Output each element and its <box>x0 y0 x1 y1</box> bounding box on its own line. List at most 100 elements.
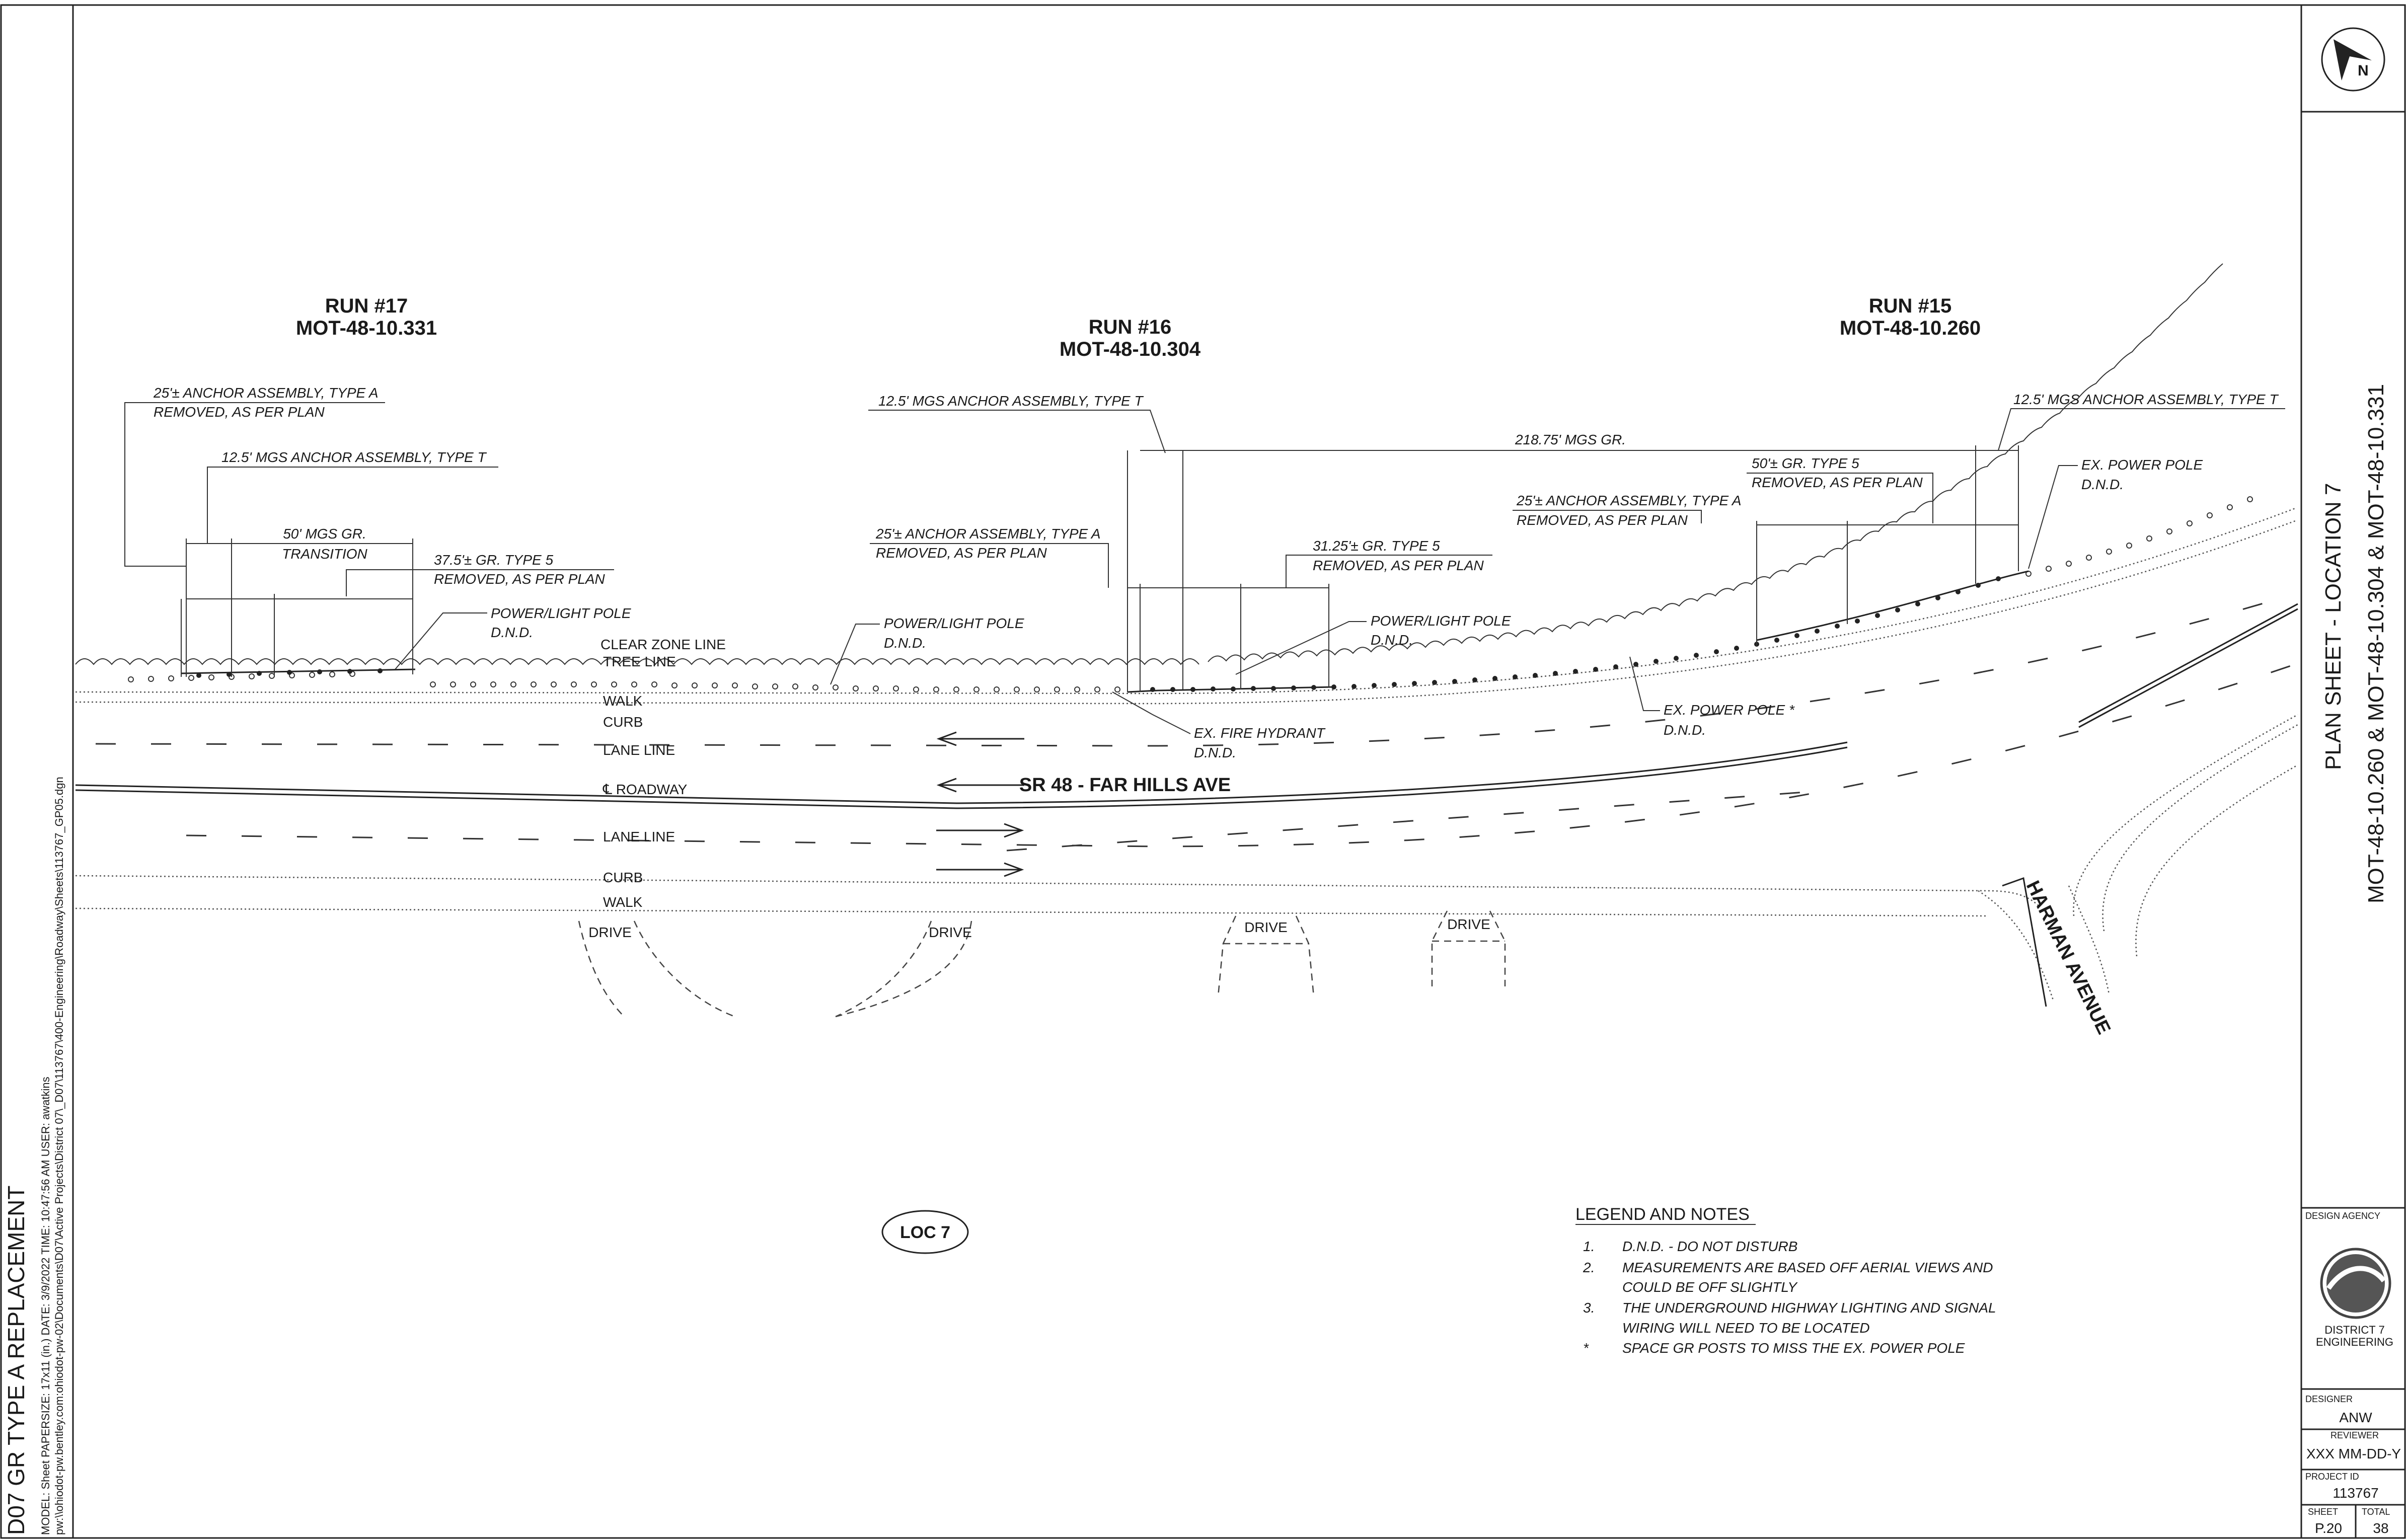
harman-sidewalk <box>2068 885 2110 994</box>
r15-pole2-1: EX. POWER POLE * <box>1664 702 1795 718</box>
designer-label: DESIGNER <box>2305 1394 2353 1404</box>
walk-top-label: WALK <box>603 693 643 709</box>
curb-bottom-label: CURB <box>603 870 643 885</box>
r17-anchor-a-leader <box>124 402 385 567</box>
r16-anchor-t: 12.5' MGS ANCHOR ASSEMBLY, TYPE T <box>878 393 1144 409</box>
median-east-1 <box>2078 603 2298 723</box>
legend-title: LEGEND AND NOTES <box>1575 1205 1750 1224</box>
clear-zone-label: CLEAR ZONE LINE <box>600 637 726 652</box>
reviewer-label: REVIEWER <box>2330 1430 2379 1440</box>
legend-1-num: 1. <box>1583 1239 1595 1254</box>
sheet-number: P.20 <box>2315 1520 2342 1536</box>
r16-hydrant-leader <box>1112 691 1191 734</box>
r17-dimension <box>181 538 413 677</box>
sheet-title: PLAN SHEET - LOCATION 7 <box>2321 483 2346 770</box>
guardrail-run-15 <box>1756 570 2029 641</box>
r15-dimension <box>1756 521 2018 647</box>
legend-3-text-2: WIRING WILL NEED TO BE LOCATED <box>1622 1320 1870 1336</box>
run-16-title: RUN #16 <box>1089 316 1172 338</box>
legend-2-text-1: MEASUREMENTS ARE BASED OFF AERIAL VIEWS … <box>1622 1260 1993 1275</box>
run-17: RUN #17 MOT-48-10.331 25'± ANCHOR ASSEMB… <box>124 295 631 677</box>
lane-arrows <box>936 731 1024 877</box>
r17-pole-2: D.N.D. <box>491 625 533 640</box>
curb-top <box>75 520 2296 705</box>
harman-inner <box>2073 714 2298 916</box>
r16-type5-leader <box>1286 555 1492 588</box>
r15-anchor-a-1: 25'± ANCHOR ASSEMBLY, TYPE A <box>1516 493 1742 508</box>
run-16-id: MOT-48-10.304 <box>1060 338 1201 360</box>
run-15-title: RUN #15 <box>1869 295 1952 317</box>
design-agency-label: DESIGN AGENCY <box>2305 1211 2380 1221</box>
project-id-value: 113767 <box>2333 1485 2378 1501</box>
north-arrowhead-icon <box>2334 39 2372 81</box>
walk-bottom <box>75 907 1989 917</box>
sheet-label: SHEET <box>2308 1507 2338 1517</box>
r15-type5-1: 50'± GR. TYPE 5 <box>1752 455 1859 471</box>
median-east-2 <box>2078 608 2298 728</box>
drive-4-outline <box>1431 910 1506 986</box>
r16-hydrant-1: EX. FIRE HYDRANT <box>1194 725 1326 741</box>
guardrail-run-17 <box>181 668 416 674</box>
guardrail-posts <box>128 496 2253 692</box>
harman-curb-east-2 <box>2135 764 2298 957</box>
r16-anchor-a-1: 25'± ANCHOR ASSEMBLY, TYPE A <box>875 526 1101 542</box>
drive-3-outline <box>1217 915 1315 997</box>
r15-type5-2: REMOVED, AS PER PLAN <box>1752 475 1923 490</box>
file-info-1: MODEL: Sheet PAPERSIZE: 17x11 (in.) DATE… <box>39 1076 52 1535</box>
legend-3-text-1: THE UNDERGROUND HIGHWAY LIGHTING AND SIG… <box>1622 1300 1996 1316</box>
title-block: N PLAN SHEET - LOCATION 7 MOT-48-10.260 … <box>2301 27 2405 1538</box>
r16-pole-right-1: POWER/LIGHT POLE <box>1371 613 1511 629</box>
r16-anchor-a-leader <box>870 543 1109 588</box>
r17-trans-1: 50' MGS GR. <box>283 526 366 542</box>
file-info-2: pw:\\ohiodot-pw.bentley.com:ohiodot-pw-0… <box>53 777 65 1535</box>
r15-anchor-a-leader <box>1513 510 1702 523</box>
new-guardrail-posts <box>196 576 2001 692</box>
lane-top-label: LANE LINE <box>603 742 675 758</box>
drive-2-outline <box>835 920 972 1018</box>
r16-pole-right-leader <box>1235 621 1367 675</box>
legend: LEGEND AND NOTES 1. D.N.D. - DO NOT DIST… <box>1575 1205 1996 1356</box>
north-circle <box>2321 27 2385 92</box>
total-label: TOTAL <box>2362 1507 2390 1517</box>
r16-anchor-t-leader <box>868 410 1166 453</box>
harman-sign-line <box>2002 877 2047 1007</box>
odot-logo-icon <box>2320 1248 2391 1319</box>
arrow-eastbound-2 <box>936 862 1024 877</box>
lane-bottom-label: LANE LINE <box>603 829 675 844</box>
reviewer-value: XXX MM-DD-Y <box>2306 1446 2401 1461</box>
roadway <box>75 263 2298 1018</box>
r17-anchor-a-2: REMOVED, AS PER PLAN <box>154 404 325 420</box>
r17-type5-leader <box>346 569 614 596</box>
curb-top-label: CURB <box>603 714 643 730</box>
r15-pole2-2: D.N.D. <box>1664 722 1706 738</box>
loc-ellipse <box>881 1210 969 1254</box>
legend-3-num: 3. <box>1583 1300 1595 1316</box>
legend-4-text: SPACE GR POSTS TO MISS THE EX. POWER POL… <box>1622 1340 1965 1356</box>
project-id-label: PROJECT ID <box>2305 1472 2359 1482</box>
run-17-title: RUN #17 <box>325 295 408 317</box>
road-name: SR 48 - FAR HILLS AVE <box>1019 775 1231 796</box>
drive-1-outline <box>578 920 735 1018</box>
north-label: N <box>2358 62 2369 79</box>
centerline-1 <box>75 741 1848 804</box>
north-arrow: N <box>2321 27 2385 92</box>
drive-3-label: DRIVE <box>1244 919 1288 935</box>
arrow-eastbound-1 <box>936 823 1024 838</box>
r17-anchor-a-1: 25'± ANCHOR ASSEMBLY, TYPE A <box>153 385 379 401</box>
r15-mgs-dimension <box>1140 445 2019 584</box>
designer-value: ANW <box>2339 1410 2372 1425</box>
drive-1-label: DRIVE <box>588 925 632 940</box>
walk-bottom-label: WALK <box>603 894 643 910</box>
r15-pole-1: EX. POWER POLE <box>2081 457 2203 473</box>
drive-4-label: DRIVE <box>1447 916 1490 932</box>
r15-pole-leader <box>2028 465 2078 569</box>
curb-bottom <box>75 875 2039 906</box>
loc-label: LOC 7 <box>900 1223 950 1242</box>
r15-type5-leader <box>1747 473 1933 523</box>
arrow-westbound-1 <box>936 731 1024 746</box>
lane-line-bottom-2 <box>1006 789 1833 852</box>
centerline-2 <box>75 746 1848 809</box>
r16-dimension <box>1127 450 1329 692</box>
lane-line-top <box>95 593 2296 747</box>
